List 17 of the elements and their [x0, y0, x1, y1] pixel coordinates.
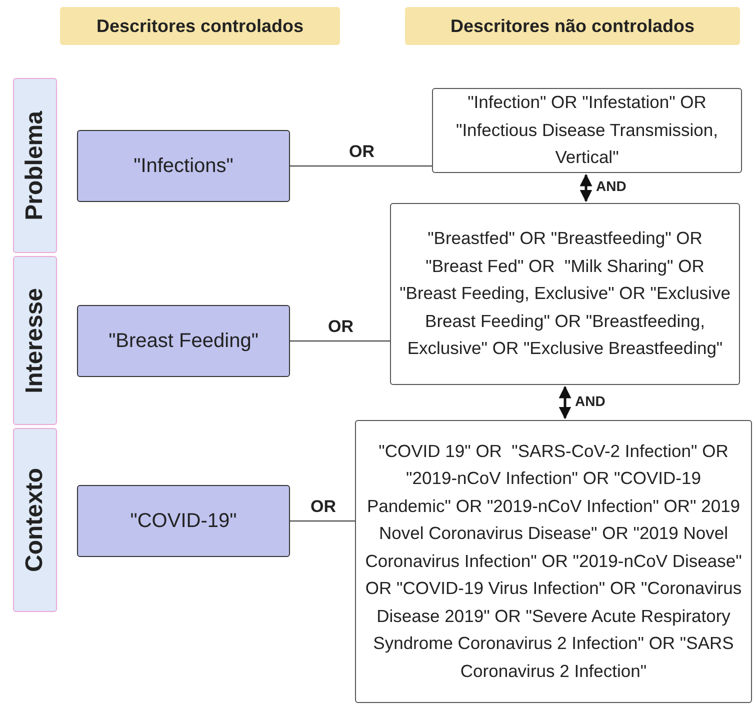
- category-band: Interesse: [13, 256, 57, 425]
- descriptor-box: "Breastfed" OR "Breastfeeding" OR "Breast Fed" OR "Milk Sharing" OR "Breast Feeding, Exclusive" OR "Exclusive Breast Feeding" OR "Breastfeeding, Exclusive" OR "Exclusive Breastfeeding": [390, 203, 740, 385]
- term-box: "Infections": [77, 130, 290, 202]
- category-band: Contexto: [13, 428, 57, 612]
- column-header: Descritores controlados: [60, 7, 340, 45]
- descriptor-box: "Infection" OR "Infestation" OR "Infectious Disease Transmission, Vertical": [432, 88, 742, 173]
- category-band: Problema: [13, 78, 57, 253]
- column-header: Descritores não controlados: [405, 7, 740, 45]
- edge-label: AND: [594, 178, 628, 194]
- descriptor-box: "COVID 19" OR "SARS-CoV-2 Infection" OR "2019-nCoV Infection" OR "COVID-19 Pandemic" OR "2019-nCoV Infection" OR" 2019 Novel Coronavirus Disease" OR "2019 Novel Coronavirus Infection" OR "2019-nCoV Disease" OR "COVID-19 Virus Infection" OR "Coronavirus Disease 2019" OR "Severe Acute Respiratory Syndrome Coronavirus 2 Infection" OR "SARS Coronavirus 2 Infection": [355, 420, 752, 703]
- connector-line: [290, 165, 432, 167]
- double-arrow: [558, 386, 572, 420]
- connector-line: [290, 520, 355, 522]
- connector-line: [290, 340, 390, 342]
- double-arrow: [580, 174, 592, 202]
- term-box: "Breast Feeding": [77, 305, 290, 377]
- term-box: "COVID-19": [77, 485, 290, 557]
